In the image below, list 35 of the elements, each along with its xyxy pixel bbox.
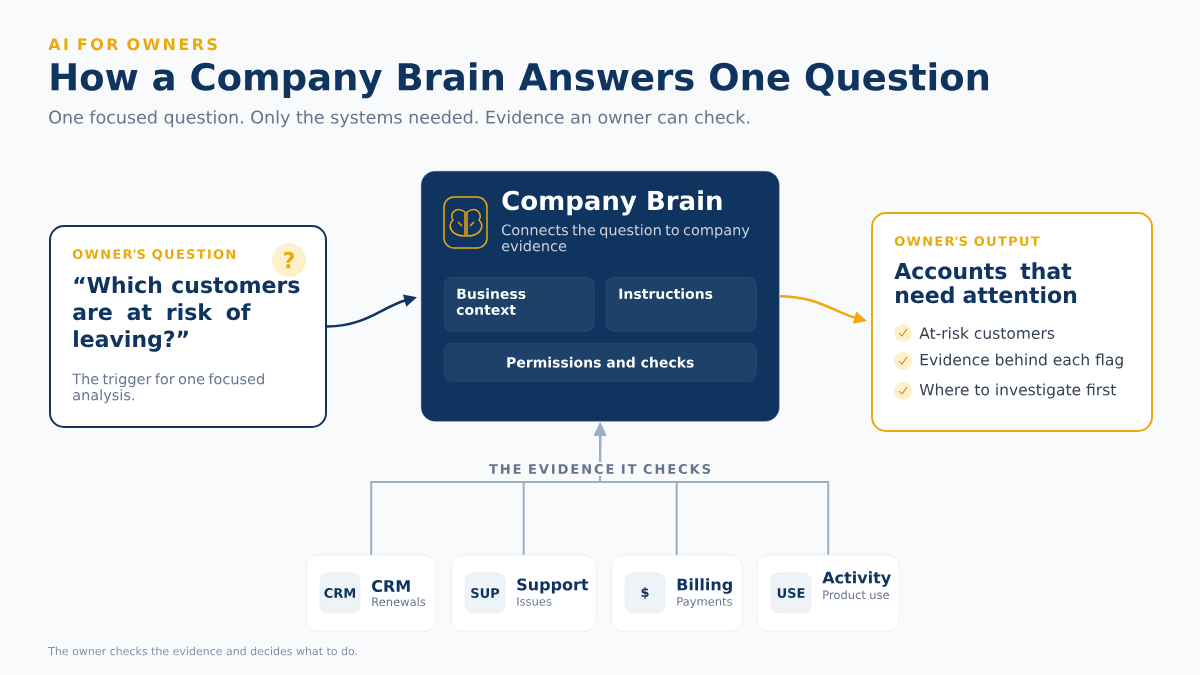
component-label: Business context	[456, 288, 526, 316]
source-name: Support	[517, 578, 589, 594]
source-name: Activity	[822, 571, 891, 587]
component-box	[606, 277, 757, 332]
component-box: Permissions and checks	[444, 343, 757, 382]
title: How a Company Brain Answers One Question	[51, 62, 989, 99]
panel-subtitle: Connects the question to company evidence	[502, 224, 750, 252]
source-name: Billing	[677, 578, 732, 594]
card-eyebrow: OWNER'S OUTPUT	[894, 236, 1040, 247]
result-item: At-risk customers	[919, 327, 1055, 339]
source-name: CRM	[372, 579, 410, 593]
caption: The owner checks the evidence and decides what to do.	[48, 646, 357, 656]
source-badge: SUP	[464, 572, 506, 614]
subtitle: One focused question. Only the systems needed. Evidence an owner can check.	[49, 110, 750, 128]
source-detail: Product use	[823, 590, 889, 600]
source-badge: CRM	[319, 572, 361, 614]
result-item: Evidence behind each flag	[920, 353, 1123, 369]
result-item: Where to investigate first	[919, 383, 1116, 399]
source-badge: USE	[770, 572, 812, 614]
question-card	[49, 225, 327, 428]
card-description: The trigger for one focused analysis.	[72, 373, 264, 404]
panel-title: Company Brain	[502, 190, 722, 216]
question-badge: ?	[272, 243, 306, 277]
eyebrow-label: AI FOR OWNERS	[48, 38, 217, 51]
output-card	[871, 212, 1153, 432]
source-detail: Payments	[677, 597, 732, 608]
source-detail: Issues	[517, 597, 552, 606]
card-eyebrow: OWNER'S QUESTION	[72, 249, 236, 261]
source-badge: $	[624, 572, 666, 614]
component-box	[444, 277, 595, 332]
component-label: Instructions	[619, 288, 713, 300]
section-label: THE EVIDENCE IT CHECKS	[485, 462, 715, 476]
source-detail: Renewals	[372, 597, 426, 607]
output-heading: Accounts that need attention	[894, 262, 1077, 304]
question-text: “Which customers are at risk of leaving?”	[73, 276, 300, 352]
